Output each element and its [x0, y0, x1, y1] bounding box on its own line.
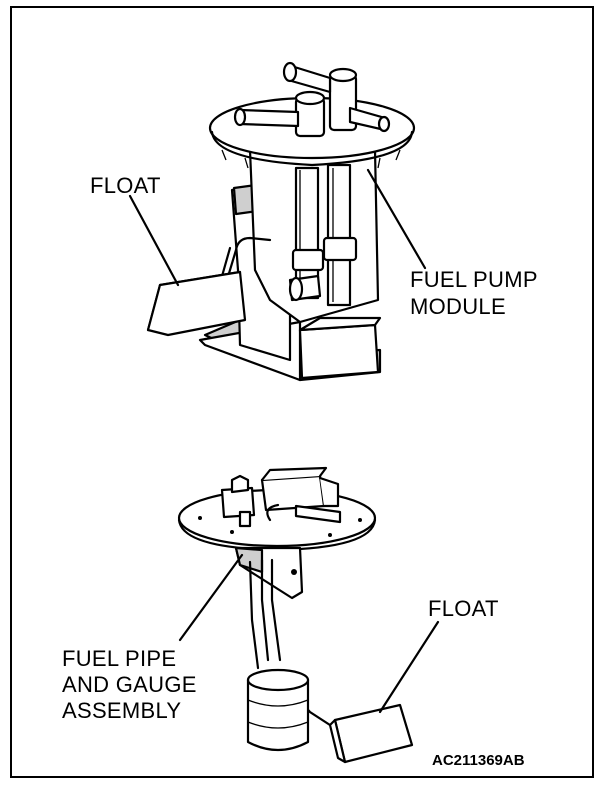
- leader-float-top: [128, 194, 180, 287]
- label-float-top: FLOAT: [90, 173, 161, 198]
- pipe-right: [326, 163, 352, 307]
- label-fuel-pump-line1: FUEL PUMP: [410, 267, 538, 292]
- fuel-pump-module-drawing: [128, 61, 427, 382]
- pump-filter: [298, 323, 380, 380]
- figure-code: AC211369AB: [432, 752, 525, 769]
- label-fuel-pipe-line1: FUEL PIPE: [62, 646, 177, 671]
- float-bottom: [333, 703, 414, 764]
- leader-float-bottom: [378, 620, 440, 714]
- leader-pump-module: [366, 168, 427, 270]
- gauge-reservoir: [246, 678, 310, 752]
- gauge-connector: [260, 474, 326, 512]
- label-fuel-pipe-line3: ASSEMBLY: [62, 698, 182, 723]
- label-fuel-pipe-line2: AND GAUGE: [62, 672, 197, 697]
- float-arm-top: [216, 236, 272, 312]
- fuel-pipe-gauge-drawing: [177, 466, 440, 764]
- figure-frame: [10, 6, 594, 778]
- label-float-bottom: FLOAT: [428, 596, 499, 621]
- leader-pipe-gauge: [178, 553, 244, 642]
- label-fuel-pump-line2: MODULE: [410, 294, 506, 319]
